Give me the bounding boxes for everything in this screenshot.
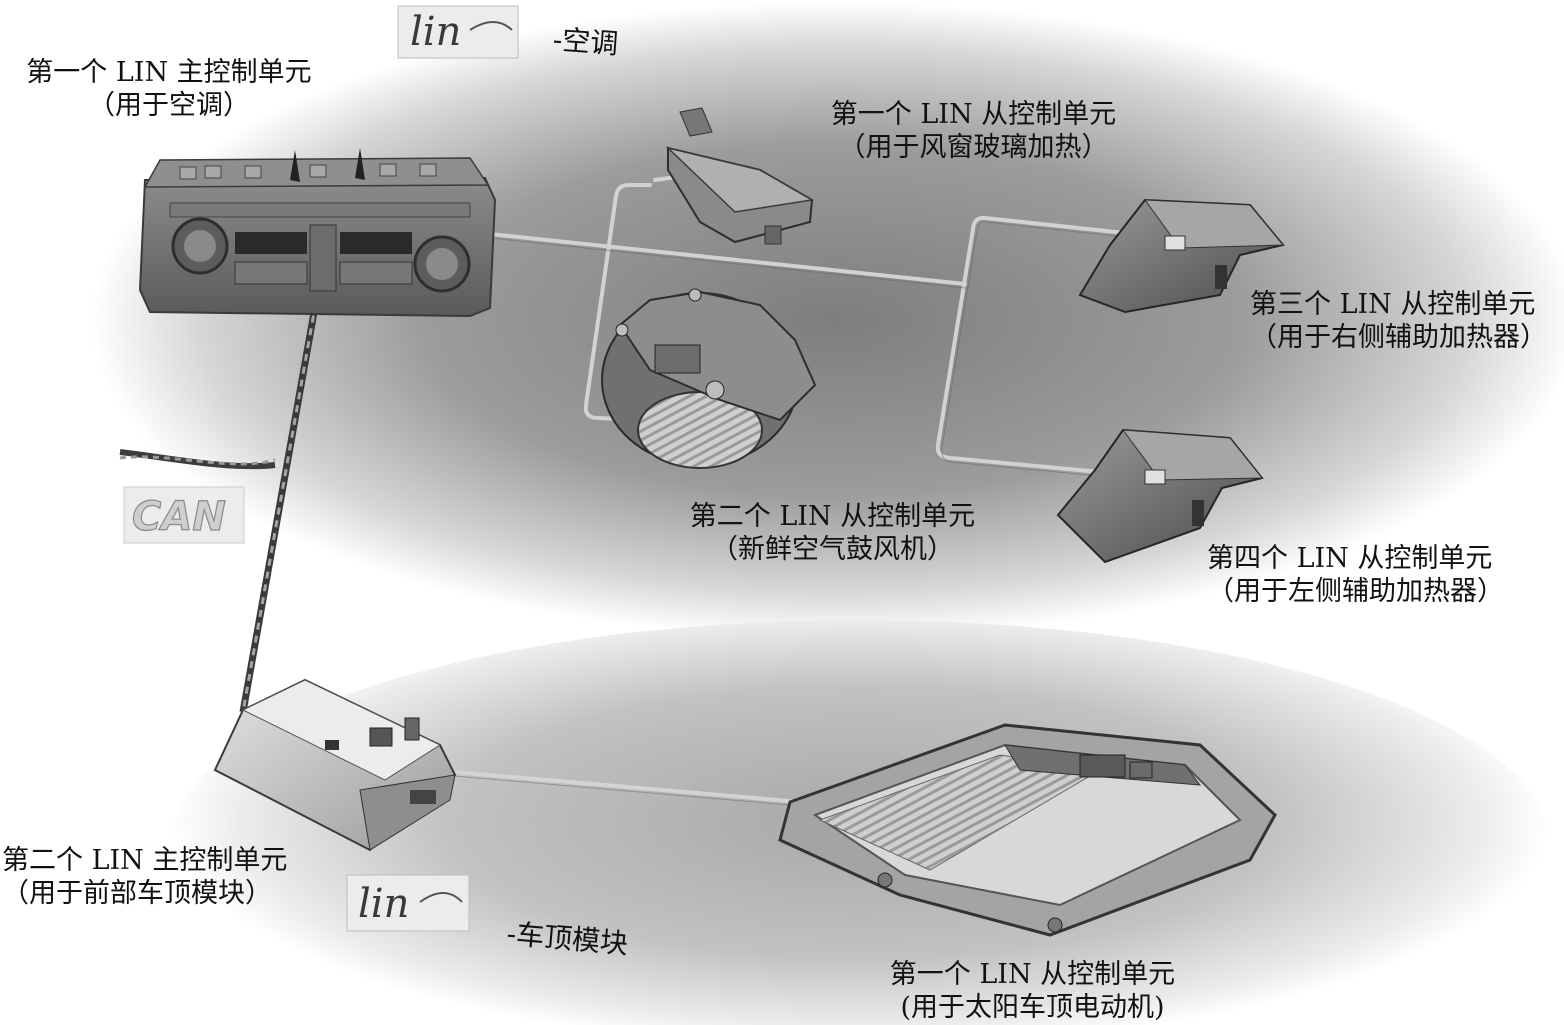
slave-blower-label: 第二个 LIN 从控制单元 （新鲜空气鼓风机）: [665, 500, 1000, 566]
lin-badge-climate: lin: [397, 5, 519, 59]
slave-sunroof-subtitle: (用于太阳车顶电动机): [900, 992, 1165, 1023]
slave-left-label: 第四个 LIN 从控制单元 （用于左侧辅助加热器）: [1207, 542, 1504, 608]
slave-right-label: 第三个 LIN 从控制单元 （用于右侧辅助加热器）: [1250, 288, 1547, 354]
slave-window-title: 第一个 LIN 从控制单元: [830, 99, 1117, 130]
slave-sunroof-title: 第一个 LIN 从控制单元: [889, 959, 1176, 990]
slave-right-title: 第三个 LIN 从控制单元: [1250, 289, 1536, 320]
slave-sunroof-label: 第一个 LIN 从控制单元 (用于太阳车顶电动机): [865, 958, 1200, 1024]
lin-badge-roof: lin: [346, 874, 470, 932]
lin-badge-roof-text: lin: [358, 881, 409, 927]
master1-label: 第一个 LIN 主控制单元 （用于空调）: [4, 56, 334, 122]
windshield-heater-module: [665, 107, 815, 245]
can-badge-text: CAN: [132, 494, 226, 540]
slave-blower-subtitle: （新鲜空气鼓风机）: [711, 534, 954, 565]
right-aux-heater: [1078, 198, 1285, 314]
blower-motor: [601, 288, 817, 469]
slave-window-label: 第一个 LIN 从控制单元 （用于风窗玻璃加热）: [806, 98, 1141, 164]
slave-left-subtitle: （用于左侧辅助加热器）: [1207, 576, 1504, 607]
master1-title: 第一个 LIN 主控制单元: [26, 57, 312, 88]
slave-left-title: 第四个 LIN 从控制单元: [1207, 543, 1493, 574]
lin-wires-climate: [488, 173, 1127, 474]
sunroof-frame: [778, 723, 1277, 937]
climate-control-unit: [138, 148, 497, 318]
lin-badge-climate-text: lin: [410, 9, 461, 55]
master2-label: 第二个 LIN 主控制单元 （用于前部车顶模块）: [2, 844, 287, 910]
slave-right-subtitle: （用于右侧辅助加热器）: [1250, 322, 1547, 353]
left-aux-heater: [1056, 428, 1264, 564]
can-badge: CAN: [123, 486, 245, 544]
master2-title: 第二个 LIN 主控制单元: [2, 845, 288, 876]
slave-blower-title: 第二个 LIN 从控制单元: [689, 501, 976, 532]
master1-subtitle: （用于空调）: [88, 90, 250, 121]
lin-wire-roof: [454, 770, 801, 804]
roof-control-module: [213, 678, 457, 852]
slave-window-subtitle: （用于风窗玻璃加热）: [838, 132, 1109, 163]
master2-subtitle: （用于前部车顶模块）: [2, 878, 272, 909]
lin-climate-suffix: -空调: [551, 23, 620, 61]
